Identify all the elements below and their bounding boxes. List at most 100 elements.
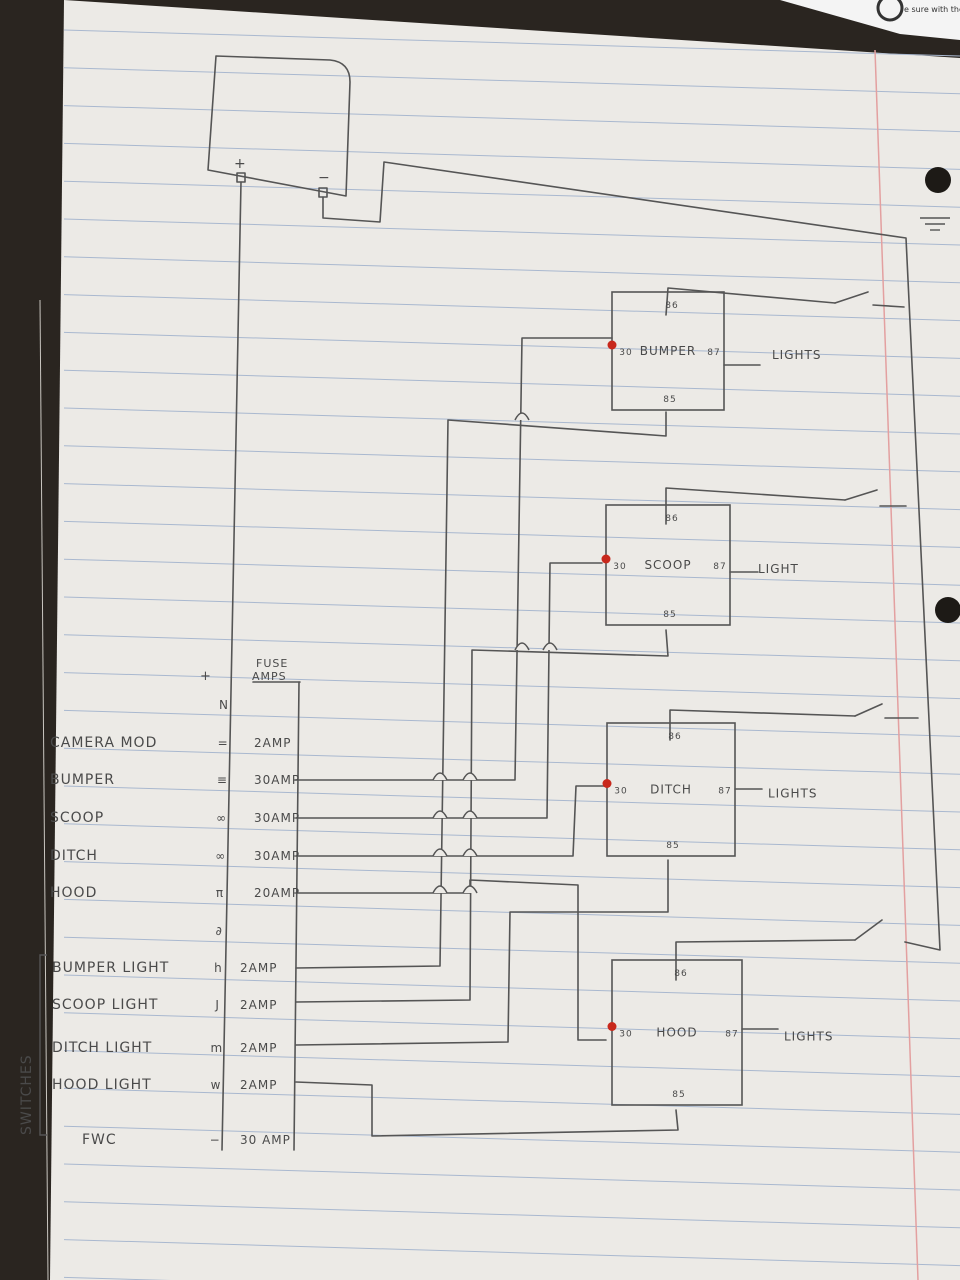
rule-line [63, 974, 960, 1002]
crossover-hop [462, 810, 478, 819]
circuit-name: DITCH LIGHT [52, 1040, 152, 1056]
circuit-name: BUMPER LIGHT [52, 960, 169, 976]
crossover-hop [514, 642, 530, 651]
rule-line [63, 180, 960, 208]
terminal-pin-label: = [218, 736, 229, 750]
crossover-hop [462, 848, 478, 857]
terminal-pin-label: J [214, 998, 220, 1012]
circuit-name: SCOOP LIGHT [52, 997, 158, 1013]
terminal-pin-label: ∂ [216, 924, 223, 938]
fuse-row: CAMERA MOD = 2AMP [50, 735, 291, 751]
rule-line [63, 747, 960, 775]
relay-pin-87: 87 [718, 787, 731, 797]
wire-crossover-hops [432, 412, 558, 894]
fuse-amp-label: 2AMP [240, 1078, 277, 1092]
relay-pin-30: 30 [614, 787, 627, 797]
corner-note: e sure with the [904, 5, 960, 14]
rule-line [63, 331, 960, 359]
relay-pin-86: 86 [674, 969, 687, 979]
fuse-amp-label: 20AMP [254, 886, 300, 900]
crossover-hop [462, 885, 478, 894]
terminal-pin-label: w [211, 1078, 222, 1092]
switch-wire-hood [675, 939, 856, 981]
rule-line [63, 67, 960, 95]
left-edge-line [39, 299, 49, 1280]
fuse-row: FWC−30 AMP [82, 1132, 290, 1148]
circuit-name: CAMERA MOD [50, 735, 157, 751]
circuit-name: DITCH [50, 848, 98, 864]
switch-wire-bumper [665, 287, 836, 316]
terminal-dot [601, 554, 611, 564]
battery-negative-label: − [318, 170, 331, 186]
relay-name: SCOOP [644, 558, 691, 572]
ground-symbol-icon [920, 217, 950, 231]
fuse-amp-label: 2AMP [254, 736, 291, 750]
rule-line [63, 709, 960, 737]
fuse-row: SCOOP LIGHT J 2AMP [52, 997, 277, 1013]
relay-pin-30: 30 [619, 1030, 632, 1040]
relay-pin-86: 86 [665, 301, 678, 311]
terminal-pin-label: − [210, 1133, 221, 1147]
terminal-pin-label: ∞ [215, 849, 226, 863]
battery-positive-label: + [234, 156, 247, 172]
fuse-row: BUMPER≡30AMP [50, 772, 300, 788]
relay-name: BUMPER [640, 344, 697, 358]
rule-line [63, 1087, 960, 1115]
wire-hood-light [295, 1081, 679, 1137]
switch-hood-icon [854, 919, 883, 941]
terminal-dot [607, 1022, 617, 1031]
relay-output-label: LIGHTS [768, 787, 818, 801]
rule-line [63, 936, 960, 964]
terminal-block-plus: + [200, 669, 212, 684]
rule-line [63, 407, 960, 435]
circuit-name: HOOD [50, 885, 97, 901]
relay-pin-85: 85 [663, 610, 676, 620]
fuse-row: SCOOP∞30AMP [50, 810, 299, 826]
rule-line [63, 256, 960, 284]
fuse-amp-label: 30AMP [254, 773, 300, 787]
switch-wire-ditch [669, 709, 856, 741]
relay-pin-86: 86 [665, 514, 678, 524]
switch-wire-scoop [665, 487, 846, 525]
terminal-dot [602, 779, 612, 788]
crossover-hop [542, 642, 558, 651]
wire-ditch-light [295, 859, 669, 1046]
terminal-pin-label: ≡ [217, 773, 228, 787]
terminal-pin-label: N [219, 698, 229, 712]
relay-pin-85: 85 [672, 1090, 685, 1100]
relay-pin-87: 87 [713, 562, 726, 572]
rule-line [63, 1239, 960, 1267]
relay-pin-85: 85 [666, 841, 679, 851]
margin-line [874, 49, 919, 1280]
fuse-amp-label: 2AMP [240, 998, 277, 1012]
relay-box [611, 291, 725, 411]
circuit-name: FWC [82, 1132, 117, 1148]
relay-output-label: LIGHTS [784, 1030, 834, 1044]
circuit-name: SCOOP [50, 810, 104, 826]
ground-wire [322, 161, 941, 951]
rule-line [63, 861, 960, 889]
terminal-pin-label: h [214, 961, 223, 975]
switch-bumper-icon [834, 291, 869, 304]
wire-bumper-light [295, 411, 667, 969]
fuse-row: DITCH ∞ 30AMP [50, 848, 300, 864]
fuse-amp-label: 2AMP [240, 961, 277, 975]
switches-bracket [39, 954, 47, 1136]
rule-line [63, 558, 960, 586]
relay-box [606, 722, 736, 857]
rule-line [63, 1012, 960, 1040]
wire-bumper-feed [294, 337, 613, 781]
relay-output-label: LIGHT [758, 562, 799, 576]
fuse-row: BUMPER LIGHT h 2AMP [52, 960, 277, 976]
switch-ditch-icon [854, 703, 883, 717]
rule-line [63, 634, 960, 662]
fuse-amp-label: 30AMP [254, 849, 300, 863]
rule-line [63, 1050, 960, 1078]
wire-scoop-feed [295, 562, 603, 819]
rule-line [63, 369, 960, 397]
